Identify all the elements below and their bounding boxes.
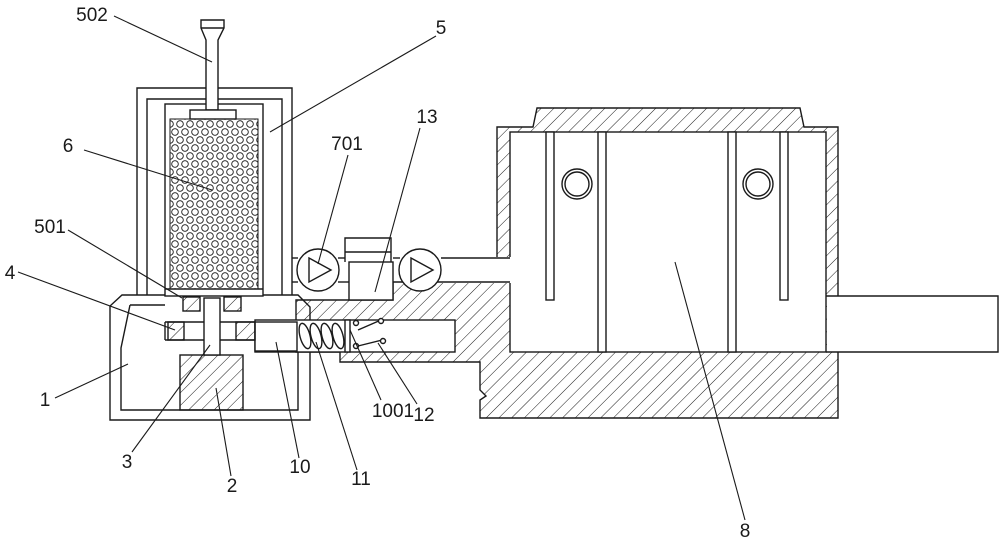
- outlet-pipe-outline: [826, 295, 999, 353]
- leader-line-502: [113, 15, 213, 63]
- flap-12-lower: [357, 339, 383, 347]
- box-13-cap: [344, 237, 392, 262]
- label-13: 13: [416, 107, 437, 128]
- leader-line-11: [315, 341, 358, 471]
- base-501: [182, 296, 242, 312]
- pump-left-casing: [296, 248, 340, 292]
- port-circle-left: [561, 168, 593, 200]
- flap-12-pin-bottom: [379, 337, 387, 345]
- leader-line-701: [317, 154, 349, 265]
- fin-3: [727, 131, 737, 353]
- plate-1001: [344, 319, 351, 353]
- housing-8-cavity: [509, 131, 827, 353]
- label-502: 502: [76, 5, 108, 26]
- base-501-left: [182, 296, 201, 312]
- port-circle-right-inner: [745, 171, 771, 197]
- label-501: 501: [34, 217, 66, 238]
- leader-line-2: [215, 387, 232, 477]
- flap-12: [357, 317, 387, 347]
- spring-coil-1: [298, 322, 312, 350]
- housing-8-interior: [509, 131, 827, 353]
- fin-1: [545, 131, 555, 301]
- label-3: 3: [122, 452, 133, 473]
- label-4: 4: [5, 263, 16, 284]
- port-circle-left-inner: [564, 171, 590, 197]
- spring-coil-4: [331, 322, 345, 350]
- leader-line-1001: [349, 329, 382, 401]
- inlet-pipe-bore: [441, 257, 511, 283]
- leader-line-8: [674, 261, 746, 521]
- pump-left-arrow-icon: [308, 256, 333, 284]
- fin-4: [779, 131, 789, 301]
- valve-chamber: [254, 317, 456, 353]
- fin-2: [597, 131, 607, 353]
- reference-labels: 502 5 6 701 13 501 4 1 3 2 10 11 1001 12…: [5, 5, 751, 542]
- block-2: [179, 354, 244, 411]
- hinge-1001-top: [352, 319, 360, 327]
- label-6: 6: [63, 136, 74, 157]
- label-701: 701: [331, 134, 363, 155]
- flap-12-pin-top: [377, 317, 385, 325]
- nozzle-502: [189, 19, 237, 120]
- leader-line-4: [17, 271, 176, 331]
- nozzle-flange: [189, 109, 237, 120]
- cartridge-media: [169, 118, 259, 290]
- label-5: 5: [436, 18, 447, 39]
- housing-1-inner: [120, 304, 299, 411]
- flap-12-upper: [357, 319, 382, 331]
- leader-line-6: [83, 149, 213, 191]
- leader-line-1: [54, 363, 129, 399]
- leader-line-13: [374, 127, 421, 293]
- label-10: 10: [289, 457, 310, 478]
- pump-701-right: [398, 248, 442, 292]
- pump-right-casing: [398, 248, 442, 292]
- base-501-right: [223, 296, 242, 312]
- label-8: 8: [740, 521, 751, 542]
- leader-lines: [17, 15, 746, 521]
- label-11: 11: [351, 469, 371, 490]
- spring-11: [298, 322, 345, 350]
- outlet-pipe-bore: [827, 296, 998, 352]
- label-1: 1: [40, 390, 51, 411]
- leader-line-5: [269, 35, 437, 133]
- piston-10: [254, 321, 298, 352]
- label-2: 2: [227, 476, 238, 497]
- leader-line-10: [275, 341, 300, 459]
- box-13: [344, 237, 394, 301]
- leader-line-12: [377, 342, 418, 405]
- leader-line-3: [131, 344, 211, 453]
- label-1001: 1001: [372, 401, 414, 422]
- pump-701-left: [296, 248, 340, 292]
- inlet-pipe: [441, 257, 511, 283]
- port-circle-right: [742, 168, 774, 200]
- spring-coil-3: [320, 322, 334, 350]
- label-12: 12: [413, 405, 434, 426]
- channel-4-block-right: [235, 321, 256, 341]
- rod-3: [203, 297, 221, 356]
- box-13-body: [348, 261, 394, 301]
- spring-coil-2: [309, 322, 323, 350]
- leader-line-501: [67, 229, 183, 299]
- channel-4-block-left: [167, 321, 185, 341]
- pump-right-arrow-icon: [410, 256, 435, 284]
- outlet-pipe: [826, 295, 999, 353]
- filter-cartridge-6: [164, 103, 264, 297]
